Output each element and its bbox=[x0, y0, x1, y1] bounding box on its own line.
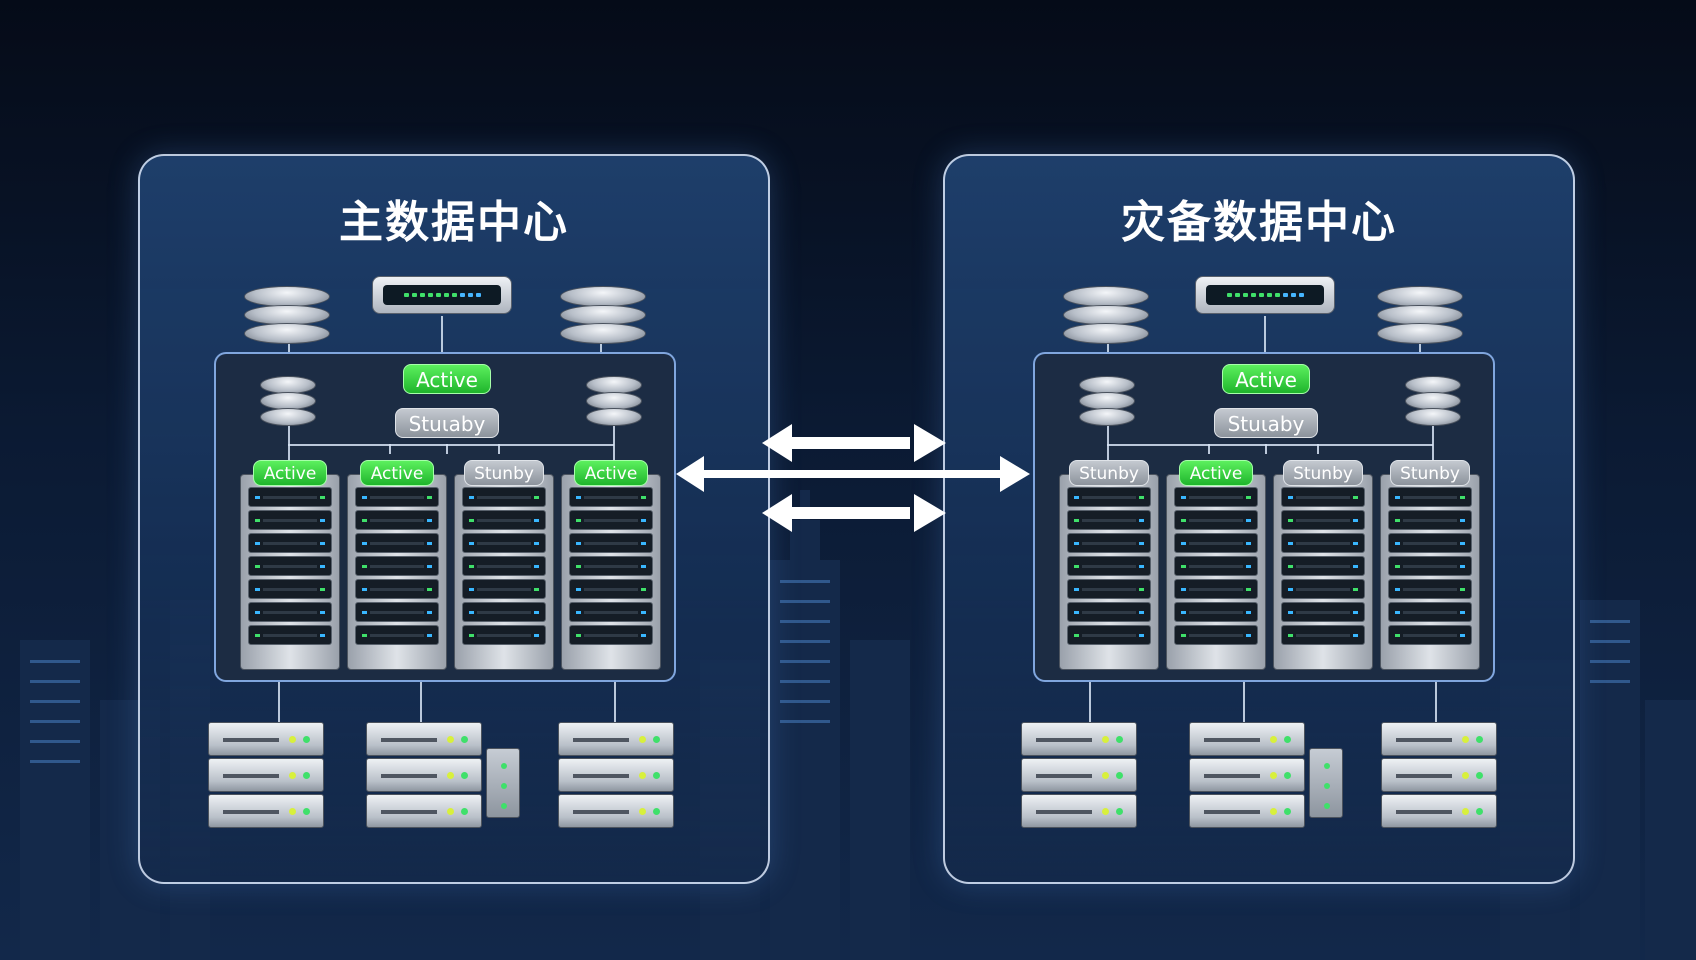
network-switch-icon bbox=[372, 276, 512, 314]
primary-datacenter-title: 主数据中心 bbox=[339, 197, 569, 248]
cluster-standby-badge: Stuιaby bbox=[395, 408, 499, 438]
rack-status-badge: Stunby bbox=[1283, 460, 1363, 486]
rack-status-badge: Stunby bbox=[464, 460, 544, 486]
database-icon bbox=[1063, 286, 1149, 344]
cluster-standby-badge: Stuιaby bbox=[1214, 408, 1318, 438]
database-icon bbox=[1079, 376, 1135, 426]
server-icon bbox=[1021, 722, 1137, 834]
primary-datacenter-panel: 主数据中心 Active Stuιaby Active Active Stunb… bbox=[138, 154, 770, 884]
rack-status-badge: Active bbox=[253, 460, 327, 486]
server-rack-icon bbox=[1380, 474, 1480, 670]
server-rack-icon bbox=[1166, 474, 1266, 670]
database-icon bbox=[1405, 376, 1461, 426]
server-rack-icon bbox=[240, 474, 340, 670]
rack-status-badge: Active bbox=[360, 460, 434, 486]
cluster-active-badge: Active bbox=[403, 364, 491, 394]
database-icon bbox=[1377, 286, 1463, 344]
rack-status-badge: Stunby bbox=[1069, 460, 1149, 486]
server-rack-icon bbox=[454, 474, 554, 670]
database-icon bbox=[560, 286, 646, 344]
server-rack-icon bbox=[347, 474, 447, 670]
rack-status-badge: Stunby bbox=[1390, 460, 1470, 486]
cluster-active-badge: Active bbox=[1222, 364, 1310, 394]
network-switch-icon bbox=[1195, 276, 1335, 314]
server-icon bbox=[558, 722, 674, 834]
dr-cluster: Active Stuιaby Stunby Active Stunby Stun… bbox=[1033, 352, 1495, 682]
server-rack-icon bbox=[1273, 474, 1373, 670]
server-icon bbox=[1189, 722, 1343, 834]
server-icon bbox=[208, 722, 324, 834]
server-rack-icon bbox=[1059, 474, 1159, 670]
database-icon bbox=[260, 376, 316, 426]
server-rack-icon bbox=[561, 474, 661, 670]
rack-status-badge: Active bbox=[1179, 460, 1253, 486]
server-icon bbox=[366, 722, 520, 834]
server-icon bbox=[1381, 722, 1497, 834]
dr-datacenter-title: 灾备数据中心 bbox=[1121, 197, 1397, 248]
primary-cluster: Active Stuιaby Active Active Stunby Acti… bbox=[214, 352, 676, 682]
disaster-recovery-datacenter-panel: 灾备数据中心 Active Stuιaby Stunby Active Stun… bbox=[943, 154, 1575, 884]
rack-status-badge: Active bbox=[574, 460, 648, 486]
database-icon bbox=[586, 376, 642, 426]
database-icon bbox=[244, 286, 330, 344]
